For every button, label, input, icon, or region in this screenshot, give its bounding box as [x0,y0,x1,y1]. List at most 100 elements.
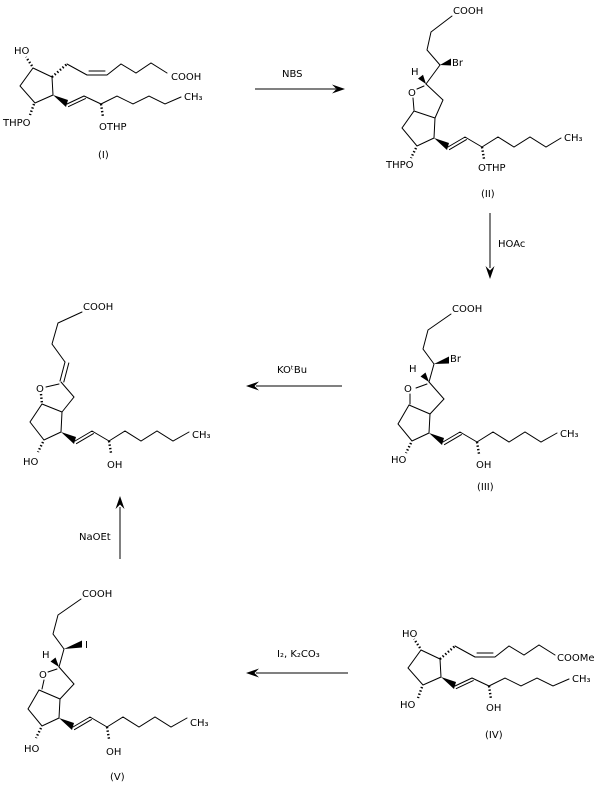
product-oh-hash-bond [107,440,113,454]
nbs-arrow-head [332,84,345,94]
compound-iii-h-label: H [409,364,417,375]
compound-v-oh-label: OH [106,747,121,758]
nbs-label: NBS [282,69,303,80]
compound-v-chain-to-ring [58,648,65,668]
compound-iv-upper-chain [454,644,556,658]
compound-v-iodo-wedge-bond [64,640,82,649]
naoet-label: NaOEt [79,532,111,543]
compound-iv-numeral: (IV) [485,730,503,741]
compound-iii-br-wedge-bond [434,356,449,364]
step-4-iodination: I₂, K₂CO₃ [246,649,348,678]
compound-iv-lower-wedge-bond [441,677,456,689]
naoet-arrow-head [115,496,125,509]
compound-ii-acid-chain [426,15,453,66]
i2-k2co3-label: I₂, K₂CO₃ [277,649,320,660]
compound-v-cooh-label: COOH [82,589,112,600]
compound-v-numeral: (V) [110,772,125,783]
compound-iv: HO COOMe HO OH CH₃ (IV) [400,629,595,741]
compound-ii-c2-o-bond [416,85,425,90]
product-cyclopentane-ring [29,403,63,441]
compound-ii: COOH Br H O THPO OTHP CH₃ (II) [385,6,583,200]
compound-iii-cyclopentane-ring [397,404,431,442]
compound-iv-ho-bottom-hash-bond [416,686,424,699]
kotbu-label: KOᵗBu [277,365,307,376]
compound-i-othp-label: OTHP [99,122,127,133]
compound-iii: COOH Br H O HO OH CH₃ (III) [391,304,579,493]
compound-v-h-wedge-bond [50,657,59,667]
compound-iii-chain-to-ring [428,363,435,383]
compound-v-h-label: H [42,650,50,661]
product-ch3-label: CH₃ [192,430,211,441]
product-lower-chain [74,430,190,445]
compound-ii-o-label: O [408,88,416,99]
compound-i-thpo-label: THPO [2,118,31,129]
step-2-hoac: HOAc [485,213,525,279]
compound-ii-othp-hash-bond [480,146,486,160]
compound-v: COOH I H O HO OH CH₃ (V) [24,589,209,783]
compound-i-cooh-label: COOH [171,72,201,83]
compound-iv-ho-top-hash-bond [413,638,421,649]
product-ho-label: HO [23,457,39,468]
compound-v-cyclopentane-ring [27,689,61,727]
step-3-kotbu: KOᵗBu [246,365,342,391]
compound-v-oh-hash-bond [105,726,111,740]
compound-i-numeral: (I) [98,150,109,161]
compound-iv-cyclopentane-ring [407,649,442,686]
product-furan-ring [60,381,75,413]
compound-ii-br-label: Br [452,58,464,69]
compound-ii-thpo-hash-bond [409,147,418,159]
compound-iii-acid-chain [422,313,452,365]
compound-i-ho-label: HO [14,46,30,57]
compound-ii-h-label: H [411,67,419,78]
product-acid-chain [51,311,83,363]
compound-ii-numeral: (II) [481,189,495,200]
compound-ii-cyclopentane-ring [401,110,436,147]
compound-i-ch3-label: CH₃ [184,92,203,103]
compound-ii-furan-ring [425,83,444,119]
compound-iii-ho-hash-bond [404,442,413,454]
compound-iii-lower-wedge-bond [429,433,444,445]
compound-iii-h-wedge-bond [420,372,429,382]
product-ho-hash-bond [36,441,45,453]
compound-iii-furan-ring [428,381,445,415]
product-lower-wedge-bond [61,432,76,444]
compound-iii-o-label: O [404,384,412,395]
compound-iv-coome-label: COOMe [557,653,595,664]
compound-v-ho-hash-bond [34,727,43,739]
i2-k2co3-arrow-head [246,668,259,678]
compound-i-lower-chain [66,95,182,108]
compound-iv-oh-label: OH [486,703,501,714]
compound-v-acid-chain [52,598,82,650]
compound-v-c2-o-bond [47,668,58,673]
hoac-label: HOAc [498,239,525,250]
compound-i-upper-chain-hash-bond [51,63,68,78]
compound-v-furan-ring [58,666,75,700]
compound-iv-upper-chain-hash-bond [439,645,456,660]
compound-iii-ho-label: HO [391,455,407,466]
compound-iii-ch3-label: CH₃ [560,429,579,440]
compound-i-othp-hash-bond [99,103,105,118]
compound-i-lower-wedge-bond [53,95,68,107]
compound-i-thpo-hash-bond [28,103,36,116]
product-cooh-label: COOH [83,302,113,313]
compound-i-upper-chain [66,62,168,76]
compound-i-cyclopentane-ring [19,67,54,104]
compound-iv-ho-bottom-label: HO [400,700,416,711]
compound-iv-oh-hash-bond [487,685,493,700]
compound-iv-ho-top-label: HO [402,629,418,640]
compound-iv-lower-chain [454,677,570,690]
compound-ii-lower-wedge-bond [434,138,449,150]
compound-iii-c2-o-bond [415,383,428,389]
compound-v-lower-wedge-bond [59,718,74,730]
step-1-nbs: NBS [255,69,345,94]
hoac-arrow-head [485,266,495,279]
product-exocyclic-double-bond [59,361,70,383]
compound-v-lower-chain [72,716,188,731]
compound-iii-oh-label: OH [476,460,491,471]
compound-v-iodo-label: I [85,640,88,651]
product-oh-label: OH [107,460,122,471]
compound-i: HO COOH THPO OTHP CH₃ (I) [2,46,203,161]
compound-iii-lower-chain [442,431,558,446]
